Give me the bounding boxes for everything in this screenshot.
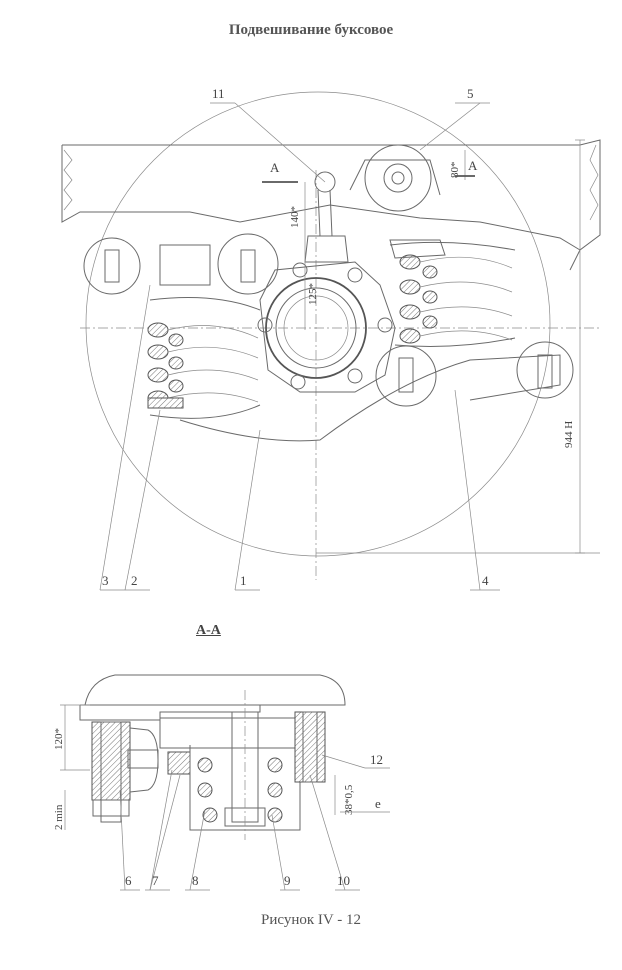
callout-e: e — [375, 796, 381, 811]
callout-5: 5 — [467, 86, 474, 101]
figure-caption: Рисунок IV - 12 — [261, 912, 361, 928]
callout-12: 12 — [370, 752, 383, 767]
callout-3: 3 — [102, 573, 109, 588]
callout-11: 11 — [212, 86, 225, 101]
wheel-outline — [85, 91, 551, 557]
axle-box: 125* — [257, 261, 396, 393]
main-view: 944 H 80* A A 140* — [61, 86, 601, 591]
callout-1: 1 — [240, 573, 247, 588]
dim-125: 125* — [307, 283, 319, 305]
dim-944: 944 H — [563, 421, 575, 448]
section-view: 120* 2 min 38*0,5 — [53, 674, 390, 891]
section-mark-left: A — [270, 160, 280, 175]
dim-38: 38*0,5 — [343, 784, 355, 815]
dim-80: 80* — [449, 162, 461, 179]
dim-2min: 2 min — [53, 804, 65, 830]
right-springs — [389, 239, 516, 347]
callout-8: 8 — [192, 873, 199, 888]
left-springs — [147, 297, 261, 419]
dim-120: 120* — [53, 728, 65, 750]
callout-9: 9 — [284, 873, 291, 888]
dim-140: 140* — [289, 206, 301, 228]
callout-2: 2 — [131, 573, 138, 588]
callout-4: 4 — [482, 573, 489, 588]
lever-pivot — [364, 144, 432, 212]
callout-6: 6 — [125, 873, 132, 888]
frame-beam — [61, 139, 601, 271]
callout-10: 10 — [337, 873, 350, 888]
drawing-title: Подвешивание буксовое — [228, 22, 394, 38]
section-mark-right: A — [468, 158, 478, 173]
section-label: A-A — [196, 623, 221, 638]
callout-7: 7 — [152, 873, 159, 888]
